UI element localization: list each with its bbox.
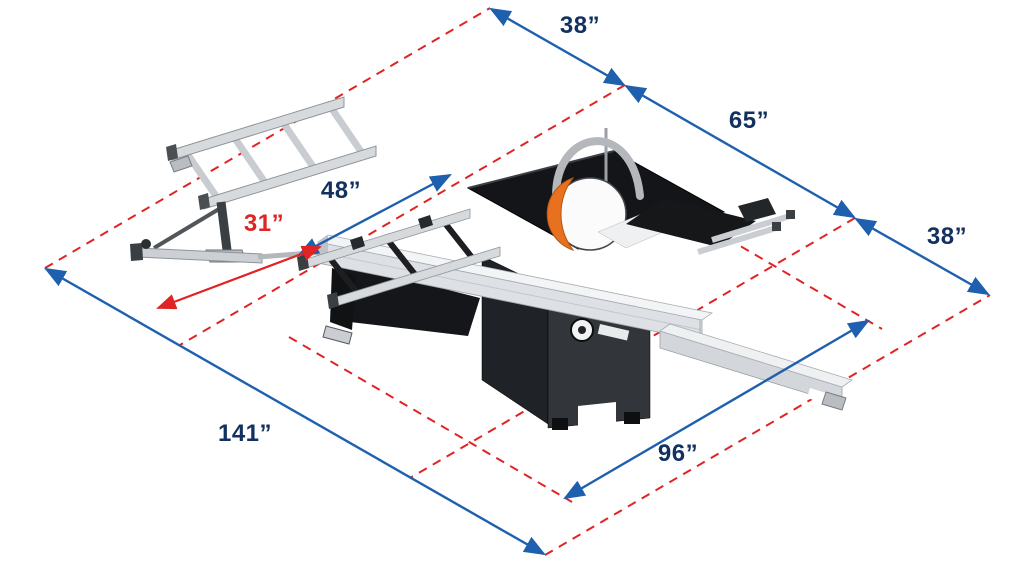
machine-illustration (130, 96, 853, 436)
rip-fence-rail (697, 225, 777, 255)
clamp-knob (141, 239, 151, 249)
brace-foot (322, 325, 353, 345)
dimension-141: 141” (44, 267, 546, 556)
dimension-96: 96” (563, 319, 870, 500)
rip-fence-rail (711, 213, 791, 243)
fence-rail-endcap (327, 292, 339, 309)
support-beam-endcap (130, 243, 143, 261)
dimension-label-141: 141” (218, 420, 272, 447)
dimension-right-38: 38” (854, 217, 990, 296)
cabinet-foot (552, 418, 568, 430)
dimension-line-65 (624, 84, 856, 219)
outrigger-crossbar (231, 135, 269, 186)
outrigger-crossbar (327, 104, 365, 155)
support-beam (137, 247, 263, 264)
outrigger-rail-endcap (198, 193, 210, 210)
outrigger-crossbar (279, 119, 317, 170)
cabinet-foot (624, 412, 640, 424)
outrigger-rail-back (171, 96, 345, 161)
dimension-label-31: 31” (244, 210, 284, 237)
outrigger-support (130, 201, 325, 264)
dimension-48: 48” (297, 173, 452, 257)
dimension-label-65: 65” (729, 107, 769, 134)
support-leg (216, 201, 232, 251)
dimension-31: 31” (156, 210, 322, 310)
dimension-label-96: 96” (658, 440, 698, 467)
dimension-65: 65” (624, 84, 856, 219)
fence-crossbar (441, 220, 477, 262)
dimension-lines: 141” 38” 65” 38” 96” 48” 31” (44, 7, 990, 556)
rail-endcap (786, 210, 795, 219)
dimension-line-top-38 (489, 7, 626, 87)
dimension-label-48: 48” (321, 177, 361, 204)
dimension-line-48 (297, 173, 452, 257)
dimension-line-right-38 (854, 217, 990, 296)
rail-endcap (772, 222, 781, 231)
blade-guard (546, 177, 575, 251)
dimension-line-96 (563, 319, 870, 500)
tabletop-edge-highlight (467, 150, 615, 189)
dimension-label-top-38: 38” (560, 12, 600, 39)
outrigger-table (166, 96, 377, 210)
outrigger-bracket (169, 155, 193, 173)
footprint-edge-upper-left (44, 7, 491, 269)
fence-rail-endcap (297, 254, 309, 271)
handwheel-hub (578, 326, 586, 334)
outrigger-crossbar (183, 150, 221, 201)
dimension-label-right-38: 38” (927, 223, 967, 250)
support-strut (152, 204, 226, 250)
outfeed-table (659, 323, 853, 411)
cabinet-notch (578, 402, 616, 436)
dimension-line-141 (44, 267, 546, 556)
dimension-line-31 (156, 245, 322, 310)
outrigger-rail-endcap (166, 144, 178, 161)
dimension-top-38: 38” (489, 7, 626, 87)
